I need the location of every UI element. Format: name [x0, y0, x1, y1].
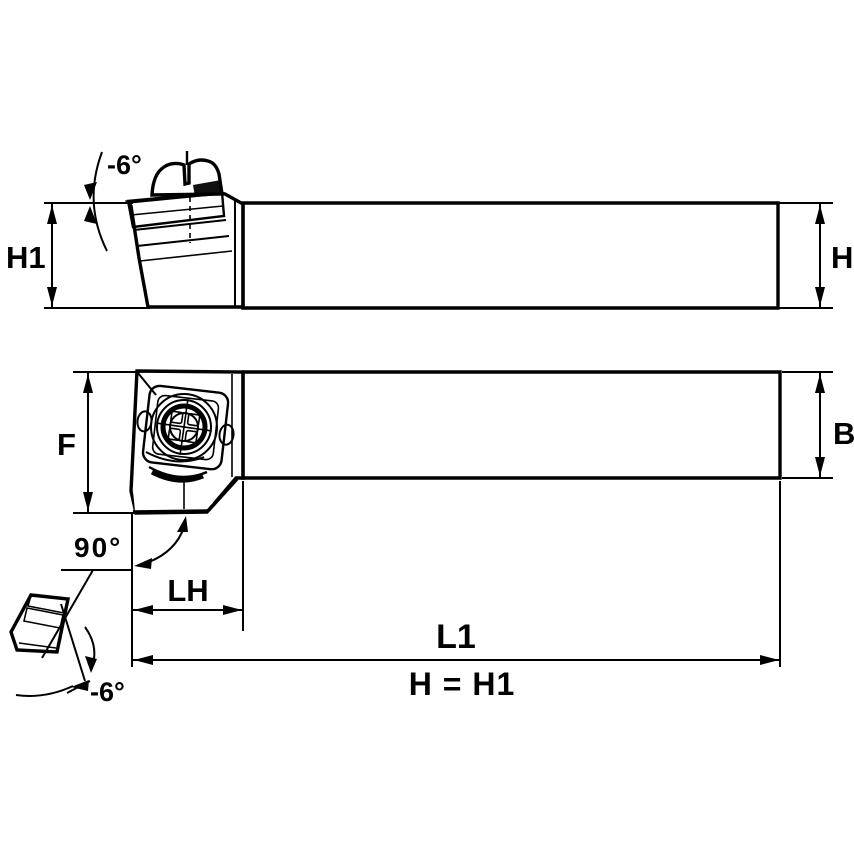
dim-h: H — [778, 202, 853, 309]
rake-angle-label: -6° — [107, 150, 142, 180]
screw-pad-sw — [167, 427, 182, 441]
dim-b-arrow-top — [815, 374, 825, 393]
lead-angle-arrow-lower — [134, 558, 152, 569]
screw-phillips — [156, 399, 212, 455]
dim-h-label: H — [831, 240, 853, 275]
side-view — [124, 151, 780, 310]
aux-insert-view: -6° — [9, 569, 125, 707]
rake-angle-arc — [92, 151, 108, 252]
plan-view-insert-lobe-right — [218, 423, 235, 446]
dim-lh-label: LH — [167, 573, 208, 608]
dim-f-arrow-top — [83, 374, 93, 393]
side-view-seat-line-1 — [133, 219, 227, 231]
aux-angle-arrow-left — [71, 680, 89, 691]
side-view-seat-line-2 — [136, 235, 230, 247]
aux-reference-line — [41, 569, 94, 659]
dim-b-arrow-bottom — [815, 457, 825, 476]
dim-l1-label: L1 — [436, 618, 476, 656]
screw-ring-inner — [169, 412, 199, 442]
plan-view-clamp-band — [150, 469, 204, 483]
dim-h-arrow-bottom — [815, 287, 825, 306]
side-view-seat-line-3 — [139, 250, 233, 262]
rake-arrow-lower — [84, 206, 97, 224]
dim-lh: LH — [133, 481, 244, 631]
equality-note: H = H1 — [409, 666, 515, 702]
plan-view-clamp-screw — [150, 393, 218, 461]
aux-face-line — [60, 603, 86, 682]
dim-lh-arrow-left — [134, 605, 153, 615]
side-view-shank — [241, 201, 780, 310]
screw-slot-extended-v — [179, 399, 189, 455]
lead-angle-label: 90° — [74, 532, 122, 563]
dim-l1: L1 H = H1 — [133, 481, 781, 702]
side-view-rake-annotation: -6° — [44, 150, 142, 252]
aux-insert-body — [9, 593, 71, 654]
dim-l1-arrow-right — [760, 655, 779, 665]
plan-view-nose-face — [133, 472, 213, 511]
screw-ring-outer — [150, 393, 218, 461]
plan-view-pocket-corner — [137, 372, 157, 396]
screw-ring-2 — [156, 399, 212, 455]
dim-f-arrow-bottom — [83, 492, 93, 511]
plan-view — [129, 369, 782, 515]
dim-f: F — [57, 371, 140, 514]
plan-view-edge-bottom — [132, 509, 209, 514]
aux-angle-arc-lower — [15, 685, 74, 697]
dim-h1-arrow-top — [47, 205, 57, 224]
side-view-insert-chipbreaker — [130, 205, 224, 216]
dim-h1-label: H1 — [6, 240, 46, 275]
screw-pad-nw — [170, 410, 184, 425]
lead-angle-arc — [148, 526, 185, 563]
dim-lh-arrow-right — [223, 605, 242, 615]
aux-insert-detail-line — [18, 642, 57, 649]
dim-b-label: B — [833, 416, 854, 451]
plan-view-insert — [136, 384, 235, 471]
dim-h1: H1 — [6, 203, 150, 309]
screw-pad-se — [184, 429, 198, 444]
side-view-clamp — [150, 158, 224, 197]
rake-arrow-upper — [84, 182, 97, 200]
plan-view-clamp-arc-2 — [148, 465, 208, 479]
dim-h1-arrow-bottom — [47, 287, 57, 306]
aux-angle-arrow-down — [85, 656, 97, 673]
aux-insert-strip-2 — [23, 607, 64, 629]
screw-pad-ne — [186, 413, 201, 427]
dim-l1-arrow-left — [134, 655, 153, 665]
plan-view-insert-outline — [141, 384, 230, 471]
aux-angle-label: -6° — [90, 677, 125, 707]
lead-angle-annotation: 90° — [61, 514, 188, 667]
screw-ring-dark — [160, 403, 208, 451]
dim-f-label: F — [57, 427, 76, 462]
dim-b: B — [782, 371, 854, 479]
lead-angle-arrow-upper — [177, 516, 188, 532]
plan-view-shank — [241, 370, 782, 480]
dim-h-arrow-top — [815, 205, 825, 224]
plan-view-edge-diagonal — [206, 477, 239, 513]
